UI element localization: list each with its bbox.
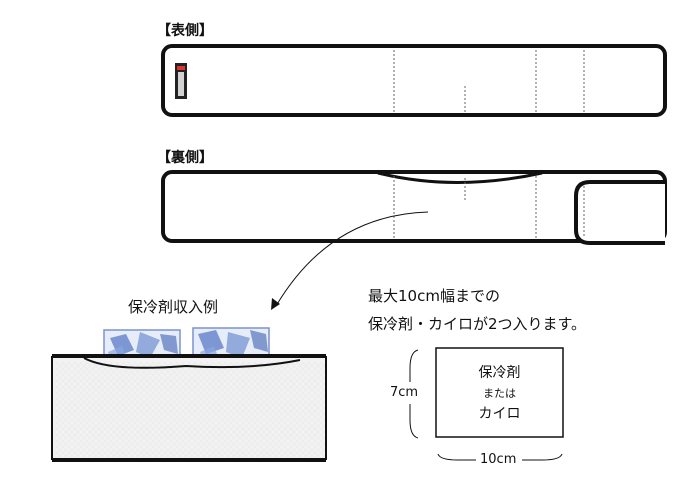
front-belt — [161, 44, 667, 117]
size-width-label: 10cm — [480, 452, 517, 467]
example-pouch — [51, 327, 327, 462]
front-side-title: 【表側】 — [157, 23, 213, 39]
back-belt — [161, 170, 667, 245]
capacity-note-line1: 最大10cm幅までの — [368, 287, 500, 305]
size-diagram — [409, 347, 564, 461]
capacity-note-line2: 保冷剤・カイロが2つ入ります。 — [368, 315, 587, 333]
back-side-title: 【裏側】 — [157, 150, 213, 166]
size-height-label: 7cm — [390, 385, 419, 400]
size-box-label-top: 保冷剤 — [478, 365, 521, 381]
brand-tag — [175, 63, 187, 99]
size-box-label-mid: または — [483, 387, 516, 400]
insert-arrow — [271, 211, 429, 310]
size-box-label-bottom: カイロ — [478, 406, 521, 422]
example-title: 保冷剤収入例 — [128, 298, 219, 316]
